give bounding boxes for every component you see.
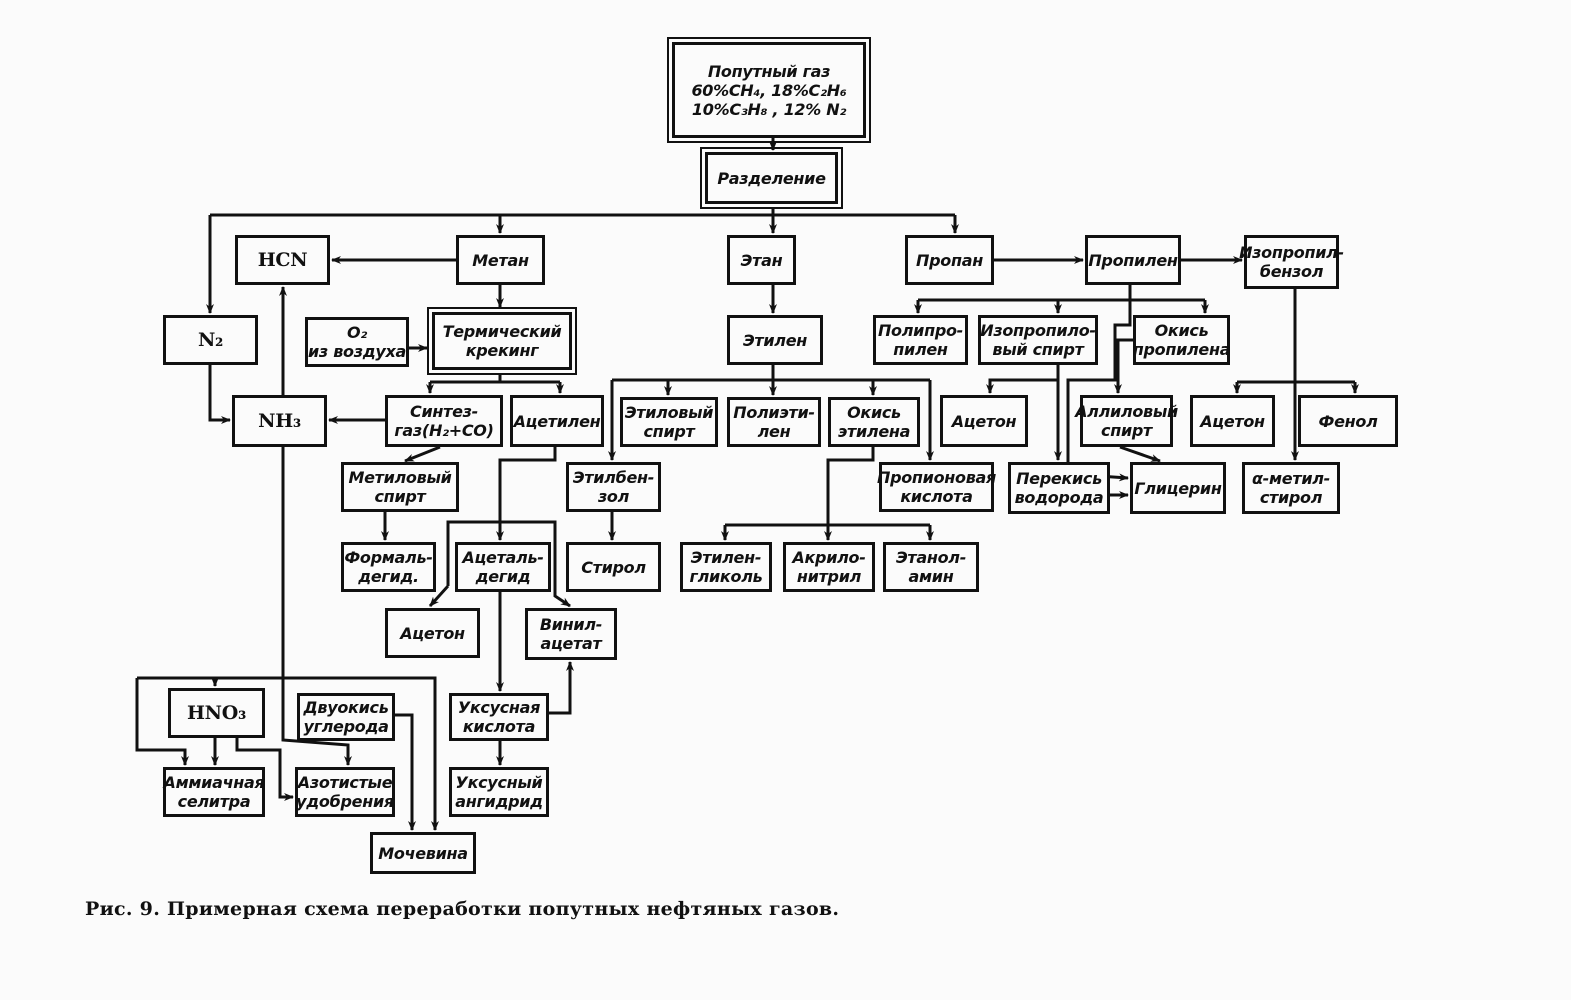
node-methanol: Метиловый спирт [341, 462, 459, 512]
node-glycerin: Глицерин [1130, 462, 1226, 514]
node-ammonium-nitrate: Аммиачная селитра [163, 767, 265, 817]
node-vinyl-acetate: Винил- ацетат [525, 608, 617, 660]
node-propylene: Пропилен [1085, 235, 1181, 285]
node-source: Попутный газ 60%CH₄, 18%C₂H₆ 10%C₃H₈ , 1… [667, 37, 871, 143]
arrow-connector [208, 365, 231, 424]
arrow-connector [404, 445, 441, 463]
node-acetic-anhydride: Уксусный ангидрид [449, 767, 549, 817]
node-propylene-oxide: Окись пропилена [1133, 315, 1231, 365]
node-acetone-3: Ацетон [1190, 395, 1275, 447]
node-ethylene-glycol: Этилен- гликоль [680, 542, 772, 592]
arrow-connector [549, 661, 574, 715]
arrow-connector [1119, 445, 1161, 463]
node-alpha-methylstyrene: α-метил- стирол [1242, 462, 1340, 514]
arrow-connector [986, 378, 1058, 394]
node-isopropanol: Изопропило- вый спирт [978, 315, 1098, 365]
connector-line [826, 447, 875, 525]
node-nh3: NH₃ [232, 395, 327, 447]
node-polyethylene: Полиэти- лен [727, 397, 821, 447]
node-syngas: Синтез- газ(H₂+CO) [385, 395, 503, 447]
node-allyl-alcohol: Аллиловый спирт [1075, 395, 1178, 447]
node-separation: Разделение [700, 147, 843, 209]
node-polypropylene: Полипро- пилен [873, 315, 968, 365]
arrow-connector [135, 678, 189, 766]
node-ethanol: Этиловый спирт [620, 397, 718, 447]
node-methane: Метан [456, 235, 545, 285]
arrow-connector [428, 584, 450, 608]
node-acetone-2: Ацетон [940, 395, 1028, 447]
node-hcn: HCN [235, 235, 330, 285]
node-ethane: Этан [727, 235, 796, 285]
node-hydrogen-peroxide: Перекись водорода [1008, 462, 1110, 514]
arrow-connector [235, 738, 294, 801]
node-n2: N₂ [163, 315, 258, 365]
node-phenol: Фенол [1298, 395, 1398, 447]
arrow-connector [496, 447, 557, 541]
node-ethylene-oxide: Окись этилена [828, 397, 920, 447]
node-acrylonitrile: Акрило- нитрил [783, 542, 875, 592]
node-o2: O₂ из воздуха [305, 317, 409, 367]
node-styrene: Стирол [566, 542, 661, 592]
node-propane: Пропан [905, 235, 994, 285]
node-cracking: Термический крекинг [427, 307, 577, 375]
node-acetone-1: Ацетон [385, 608, 480, 658]
node-acetylene: Ацетилен [510, 395, 604, 447]
arrow-connector [446, 520, 571, 608]
node-acetaldehyde: Ацеталь- дегид [455, 542, 551, 592]
arrow-connector [281, 447, 352, 766]
node-urea: Мочевина [370, 832, 476, 874]
node-acetic-acid: Уксусная кислота [449, 693, 549, 741]
node-hno3: HNO₃ [168, 688, 265, 738]
figure-caption: Рис. 9. Примерная схема переработки попу… [85, 898, 840, 920]
node-formaldehyde: Формаль- дегид. [341, 542, 436, 592]
node-ethylene: Этилен [727, 315, 823, 365]
node-ethylbenzene: Этилбен- зол [566, 462, 661, 512]
arrow-connector [395, 713, 416, 831]
node-co2: Двуокись углерода [297, 693, 395, 741]
arrow-connector [137, 676, 439, 831]
arrow-connector [1114, 338, 1133, 394]
node-isopropylbenzene: Изопропил- бензол [1239, 235, 1344, 289]
node-ethanolamine: Этанол- амин [883, 542, 979, 592]
node-propionic-acid: Пропионовая кислота [877, 462, 996, 512]
node-nitrogen-fertilizers: Азотистые удобрения [295, 767, 395, 817]
